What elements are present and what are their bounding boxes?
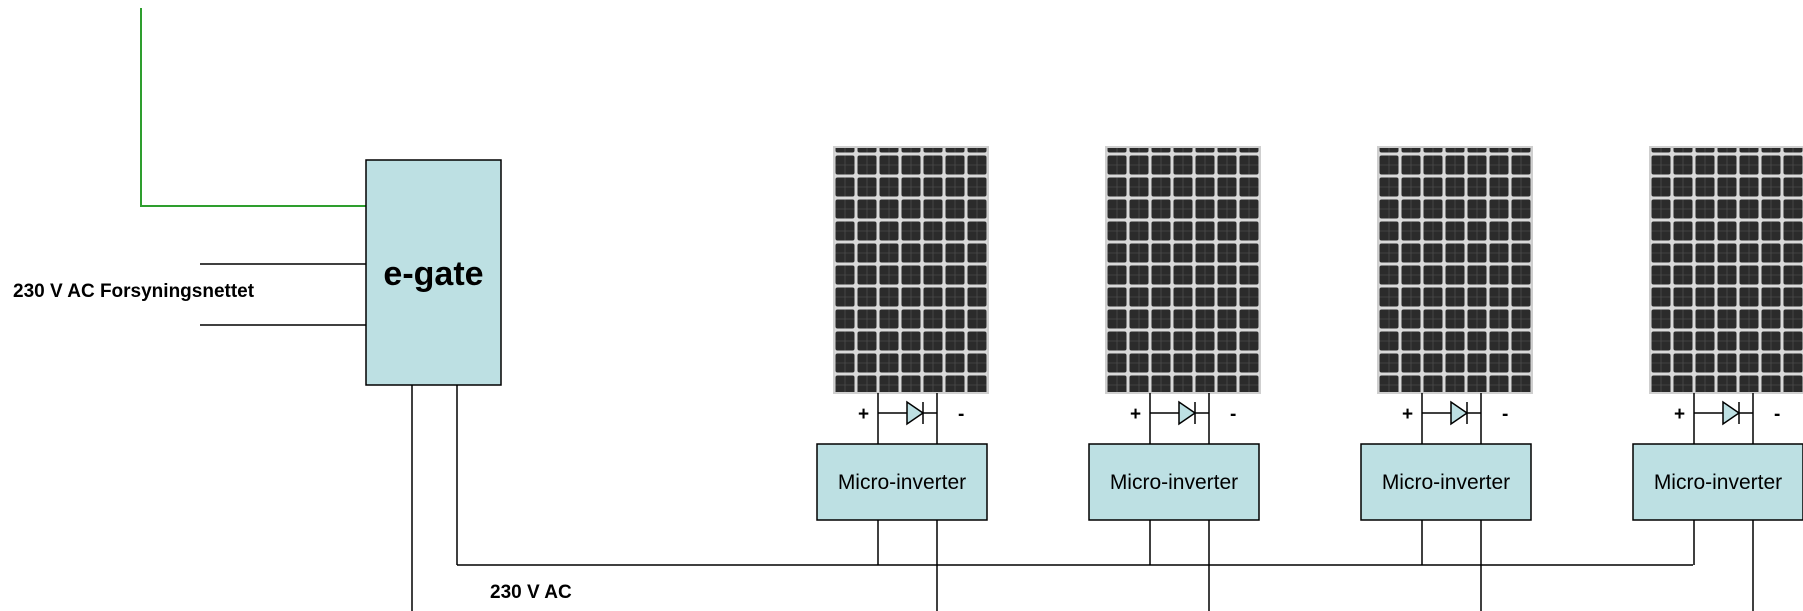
- solar-panel: [1649, 146, 1803, 394]
- minus-terminal: -: [1230, 404, 1236, 425]
- micro-inverter-label: Micro-inverter: [1654, 471, 1782, 494]
- micro-inverter-label: Micro-inverter: [1382, 471, 1510, 494]
- micro-inverter-label: Micro-inverter: [1110, 471, 1238, 494]
- network-line: [140, 8, 369, 207]
- micro-inverter-box: [1360, 443, 1532, 521]
- micro-inverter-box: [816, 443, 988, 521]
- plus-terminal: +: [858, 404, 869, 425]
- unit-1: + - Micro-inverter: [816, 146, 989, 611]
- minus-terminal: -: [958, 404, 964, 425]
- diode-icon: [906, 400, 925, 426]
- diode-icon: [1178, 400, 1197, 426]
- unit-3: + - Micro-inverter: [1360, 146, 1533, 611]
- diode-icon: [1722, 400, 1741, 426]
- grid-label: 230 V AC Forsyningsnettet: [13, 281, 255, 302]
- plus-terminal: +: [1674, 404, 1685, 425]
- solar-panel: [1105, 146, 1261, 394]
- unit-4: + - Micro-inverter: [1632, 146, 1803, 611]
- micro-inverter-box: [1088, 443, 1260, 521]
- micro-inverter-label: Micro-inverter: [838, 471, 966, 494]
- plus-terminal: +: [1402, 404, 1413, 425]
- plus-terminal: +: [1130, 404, 1141, 425]
- e-gate-box: [365, 159, 502, 386]
- diode-icon: [1450, 400, 1469, 426]
- solar-panel: [833, 146, 989, 394]
- micro-inverter-box: [1632, 443, 1803, 521]
- bus-label: 230 V AC: [490, 582, 572, 603]
- unit-2: + - Micro-inverter: [1088, 146, 1261, 611]
- minus-terminal: -: [1502, 404, 1508, 425]
- minus-terminal: -: [1774, 404, 1780, 425]
- solar-panel: [1377, 146, 1533, 394]
- e-gate-label: e-gate: [383, 255, 483, 293]
